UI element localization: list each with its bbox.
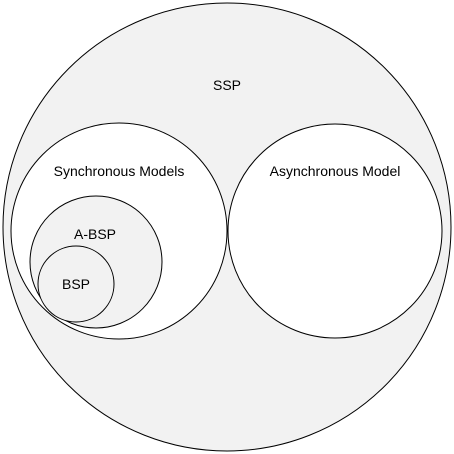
ssp-label: SSP bbox=[213, 77, 241, 93]
asynchronous-model-circle bbox=[227, 123, 443, 339]
bsp-circle bbox=[37, 245, 115, 323]
a-bsp-label: A-BSP bbox=[74, 226, 116, 242]
asynchronous-model-label: Asynchronous Model bbox=[270, 163, 401, 179]
bsp-label: BSP bbox=[62, 276, 90, 292]
synchronous-models-label: Synchronous Models bbox=[54, 163, 185, 179]
